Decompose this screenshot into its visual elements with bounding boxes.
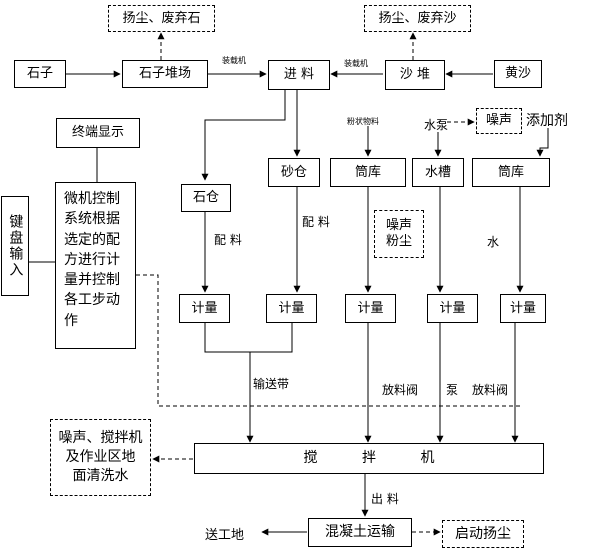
node-keyboard-input-text: 键盘输入	[7, 214, 24, 278]
node-meter-sand-text: 计量	[278, 300, 305, 316]
arrow-feed-to-stonebin	[201, 90, 286, 181]
node-meter-sand: 计量	[266, 294, 317, 323]
label-pump: 泵	[446, 383, 459, 397]
node-yellow-sand: 黄沙	[494, 60, 542, 88]
node-silo-2-text: 筒库	[497, 164, 524, 180]
label-to-site: 送工地	[205, 528, 245, 543]
node-terminal-display-text: 终端显示	[71, 125, 124, 141]
node-meter-powder-text: 计量	[357, 300, 384, 316]
label-valve-2: 放料阀	[472, 383, 509, 397]
label-batch-1: 配 料	[214, 233, 242, 247]
node-meter-water-text: 计量	[439, 300, 466, 316]
label-loader-1: 装载机	[222, 56, 246, 65]
emission-noise-top: 噪声	[476, 108, 522, 134]
node-stone-yard: 石子堆场	[122, 60, 208, 88]
emission-start-dust: 启动扬尘	[442, 520, 524, 548]
label-valve-1: 放料阀	[382, 383, 419, 397]
node-stone-bin-text: 石仓	[192, 190, 219, 206]
emission-sand-dust-text: 扬尘、废弃沙	[378, 10, 457, 26]
node-sand-pile: 沙 堆	[385, 60, 445, 90]
node-silo-2: 筒库	[472, 158, 550, 187]
node-microcomputer-control: 微机控制系统根据选定的配方进行计量并控制各工步动作	[55, 182, 136, 349]
node-meter-stone: 计量	[179, 294, 230, 323]
emission-sand-dust: 扬尘、废弃沙	[364, 5, 471, 32]
emission-stone-dust-text: 扬尘、废弃石	[122, 10, 201, 26]
node-concrete-transport: 混凝土运输	[308, 518, 412, 547]
emission-noise-top-text: 噪声	[485, 113, 512, 129]
emission-noise-dust: 噪声 粉尘	[374, 210, 424, 258]
emission-noise-dust-text: 噪声 粉尘	[385, 218, 412, 249]
node-feed-in: 进 料	[268, 60, 330, 90]
label-conveyor: 输送带	[253, 377, 290, 391]
emission-mixer: 噪声、搅拌机 及作业区地 面清洗水	[50, 419, 151, 496]
node-meter-additive-text: 计量	[509, 300, 536, 316]
node-water-tank: 水槽	[412, 158, 464, 187]
label-batch-2: 配 料	[302, 215, 330, 229]
node-feed-in-text: 进 料	[283, 67, 315, 83]
conveyor-link	[204, 323, 293, 353]
node-meter-additive: 计量	[500, 294, 546, 323]
label-additive: 添加剂	[526, 113, 568, 129]
emission-stone-dust: 扬尘、废弃石	[108, 5, 215, 32]
node-meter-powder: 计量	[345, 294, 396, 323]
node-mixer: 搅 拌 机	[194, 443, 544, 474]
label-water: 水	[487, 235, 500, 249]
node-sand-bin: 砂仓	[268, 158, 320, 187]
arrow-additive-to-silo	[536, 128, 549, 157]
node-silo-1-text: 筒库	[354, 164, 381, 180]
emission-mixer-text: 噪声、搅拌机 及作业区地 面清洗水	[58, 430, 143, 484]
node-terminal-display: 终端显示	[56, 118, 140, 148]
node-stone-bin: 石仓	[181, 184, 231, 212]
node-keyboard-input: 键盘输入	[1, 196, 29, 296]
node-meter-stone-text: 计量	[191, 300, 218, 316]
label-water-pump: 水泵	[424, 118, 449, 132]
node-meter-water: 计量	[427, 294, 478, 323]
node-stone-text: 石子	[26, 66, 53, 82]
node-mixer-text: 搅 拌 机	[303, 450, 435, 467]
node-stone: 石子	[14, 60, 66, 88]
node-microcomputer-control-text: 微机控制系统根据选定的配方进行计量并控制各工步动作	[64, 191, 120, 329]
node-concrete-transport-text: 混凝土运输	[325, 524, 395, 541]
node-yellow-sand-text: 黄沙	[504, 66, 531, 82]
label-powder-material: 粉状物料	[347, 117, 379, 126]
node-stone-yard-text: 石子堆场	[138, 66, 191, 82]
node-sand-pile-text: 沙 堆	[399, 67, 431, 83]
node-sand-bin-text: 砂仓	[280, 164, 307, 180]
node-water-tank-text: 水槽	[424, 164, 451, 180]
label-loader-2: 装载机	[344, 59, 368, 68]
label-discharge: 出 料	[371, 492, 399, 506]
emission-start-dust-text: 启动扬尘	[455, 525, 511, 542]
node-silo-1: 筒库	[330, 158, 406, 187]
control-signal-line	[136, 274, 520, 407]
